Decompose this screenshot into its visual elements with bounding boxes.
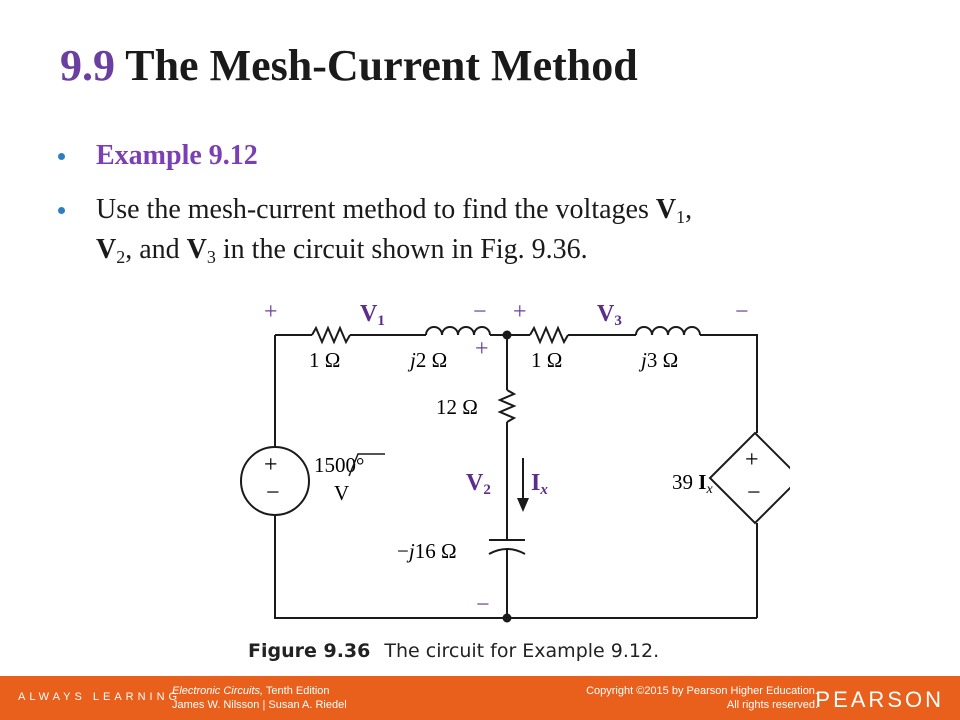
inductor-j3 (635, 326, 701, 336)
label-r12: 12 Ω (436, 395, 478, 419)
v3-minus: − (735, 299, 749, 325)
current-arrow-icon (517, 498, 529, 512)
inductor-j2 (425, 326, 491, 336)
pearson-logo: PEARSON (815, 687, 944, 712)
resistor-1-ohm (311, 325, 351, 345)
dep-plus: + (745, 447, 759, 473)
v1-plus: + (264, 299, 278, 325)
slide-title: 9.9 The Mesh-Current Method (60, 40, 638, 91)
footer-copyright: Copyright ©2015 by Pearson Higher Educat… (586, 685, 818, 711)
problem-statement: Use the mesh-current method to find the … (96, 194, 693, 267)
voltage-source (240, 446, 310, 516)
footer-tagline: ALWAYS LEARNING (18, 691, 182, 703)
label-v1: V1 (360, 301, 385, 329)
label-j2: j2 Ω (407, 348, 447, 372)
dep-value: 39 Ix (672, 470, 713, 497)
label-cap: −j16 Ω (397, 539, 457, 563)
section-title: The Mesh-Current Method (125, 41, 638, 90)
source-value: 1500° (314, 453, 364, 477)
figure-label: Figure 9.36 (248, 640, 371, 662)
resistor-12-ohm (497, 389, 517, 423)
section-number: 9.9 (60, 41, 115, 90)
figure-caption: Figure 9.36 The circuit for Example 9.12. (248, 640, 659, 662)
v3-plus: + (513, 299, 527, 325)
node-bottom (502, 613, 512, 623)
dependent-voltage-source (708, 431, 790, 525)
label-v2: V2 (466, 470, 491, 498)
example-label: Example 9.12 (96, 140, 258, 171)
bullet-problem: Use the mesh-current method to find the … (58, 190, 926, 270)
source-unit: V (334, 481, 349, 505)
resistor-1-ohm-2 (529, 325, 569, 345)
dep-minus: − (747, 480, 761, 506)
label-j3: j3 Ω (638, 348, 678, 372)
caption-text: The circuit for Example 9.12. (384, 640, 660, 662)
bullet-dot (58, 207, 65, 214)
source-minus: − (266, 480, 280, 506)
footer-bar: ALWAYS LEARNING Electronic Circuits, Ten… (0, 676, 960, 720)
node-top (502, 330, 512, 340)
source-plus: + (264, 452, 278, 478)
v2-plus: + (475, 336, 489, 362)
bullet-example: Example 9.12 (58, 136, 258, 176)
label-v3: V3 (597, 301, 622, 329)
label-r1: 1 Ω (309, 348, 340, 372)
v2-minus: − (476, 592, 490, 618)
label-ix: Ix (531, 470, 548, 498)
label-r2: 1 Ω (531, 348, 562, 372)
v1-minus: − (473, 299, 487, 325)
circuit-diagram: + − + − + − V1 V3 V2 Ix 1 Ω j2 Ω 1 Ω j3 … (240, 299, 790, 623)
footer-book-info: Electronic Circuits, Tenth Edition James… (172, 685, 347, 711)
bullet-dot (58, 153, 65, 160)
